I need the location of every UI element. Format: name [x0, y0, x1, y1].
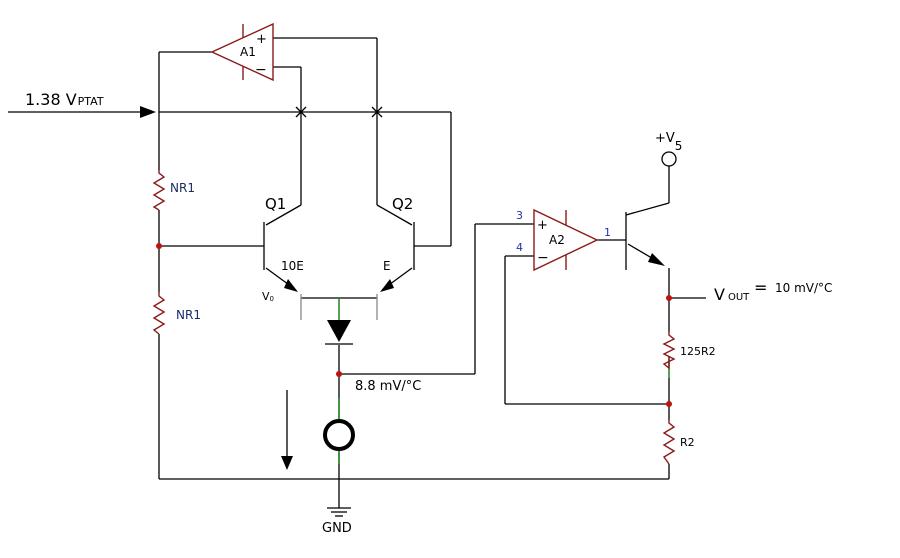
r125-label: 125R2 [680, 345, 716, 358]
vout-value: 10 mV/°C [775, 281, 832, 295]
v0-label: V0 [262, 290, 274, 303]
resistor-nr1-top [152, 170, 166, 211]
opamp-a2: + − A2 3 4 1 [516, 208, 611, 272]
ground-symbol [327, 507, 351, 517]
q2-label: Q2 [392, 195, 413, 213]
current-direction-arrow [281, 390, 293, 470]
resistor-nr1-bottom [152, 292, 166, 335]
transistor-q2 [376, 222, 415, 320]
input-label: 1.38 VPTAT [25, 90, 104, 109]
supply-terminal [661, 151, 677, 167]
opamp-a2-minus: − [537, 250, 549, 266]
resistor-125r2 [662, 332, 676, 370]
pin-3: 3 [516, 209, 523, 222]
junction-dots [156, 243, 672, 407]
opamp-a1-minus: − [255, 62, 267, 78]
pin-1: 1 [604, 226, 611, 239]
crossing-marks [295, 106, 383, 118]
opamp-a1: + − A1 [210, 22, 274, 82]
opamp-a2-plus: + [537, 218, 548, 233]
opamp-a1-label: A1 [240, 45, 256, 59]
transistor-output [625, 212, 665, 270]
emitter-10e-label: 10E [281, 259, 304, 273]
emitter-e-label: E [383, 259, 391, 273]
supply-label: +V5 [655, 131, 682, 153]
diode [325, 320, 353, 345]
r2-label: R2 [680, 436, 695, 449]
q1-label: Q1 [265, 195, 286, 213]
resistor-r2 [662, 420, 676, 465]
current-source [323, 419, 355, 451]
transistor-q1 [263, 222, 302, 320]
nr1-bottom-label: NR1 [176, 308, 201, 322]
gnd-label: GND [322, 521, 352, 536]
pin-4: 4 [516, 241, 523, 254]
text-labels: 1.38 VPTAT NR1 NR1 Q1 Q2 10E E V0 8.8 mV… [25, 90, 832, 536]
slope-8-8-label: 8.8 mV/°C [355, 379, 421, 394]
vout-equals: = [754, 278, 767, 297]
opamp-a2-label: A2 [549, 233, 565, 247]
opamp-a1-plus: + [256, 32, 267, 47]
nr1-top-label: NR1 [170, 181, 195, 195]
wires [8, 37, 706, 508]
